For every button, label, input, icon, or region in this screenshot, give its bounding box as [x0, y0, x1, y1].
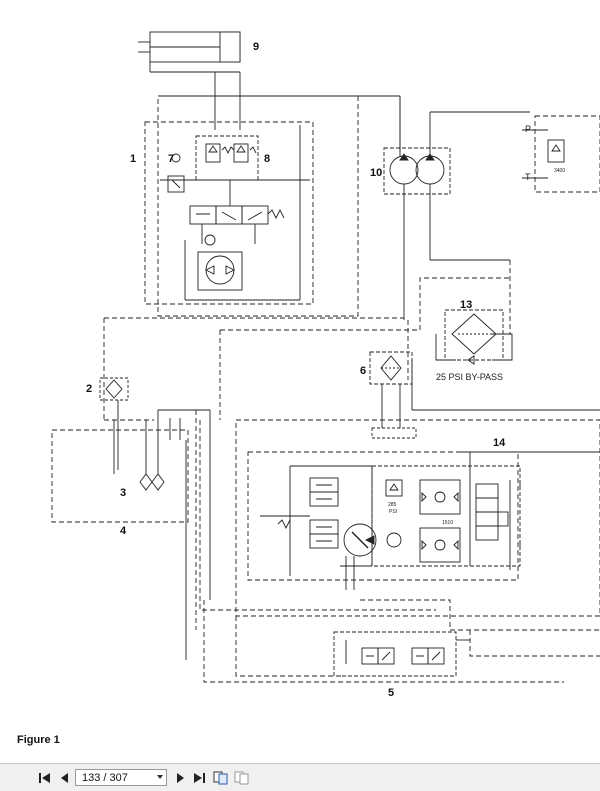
next-page-icon[interactable]	[172, 770, 188, 786]
filter-13	[435, 260, 513, 365]
pump-10	[383, 96, 530, 320]
component-label-10: 10	[370, 167, 382, 179]
pressure-1510-label: 1510	[442, 520, 453, 526]
page-number-select[interactable]: 133 / 307	[75, 769, 167, 786]
psi-label: PSI	[389, 509, 397, 515]
component-label-6: 6	[360, 365, 366, 377]
component-label-13: 13	[460, 299, 472, 311]
component-label-9: 9	[253, 41, 259, 53]
last-page-icon[interactable]	[191, 770, 207, 786]
pressure-3400-label: 3400	[554, 168, 565, 174]
tank-4	[51, 429, 189, 523]
component-label-2: 2	[86, 383, 92, 395]
component-label-3: 3	[120, 487, 126, 499]
component-label-7: 7	[168, 153, 174, 165]
prev-page-icon[interactable]	[57, 770, 73, 786]
single-page-view-icon[interactable]	[213, 770, 229, 786]
cylinder-9	[138, 31, 241, 130]
page-indicator: 133 / 307	[82, 771, 128, 784]
component-label-14: 14	[493, 437, 506, 449]
hydraulic-schematic: 9 1 7 8 10 13 6 2 14 3 4 5 25 PSI BY-PAS…	[51, 31, 600, 699]
first-page-icon[interactable]	[37, 770, 53, 786]
module-1-boundary	[144, 121, 314, 305]
valve-block-14	[235, 419, 600, 617]
bypass-annotation: 25 PSI BY-PASS	[436, 372, 503, 382]
port-t-label: T	[525, 172, 531, 182]
component-label-1: 1	[130, 153, 136, 165]
component-label-4: 4	[120, 525, 127, 537]
component-label-5: 5	[388, 687, 394, 699]
chevron-down-icon	[157, 775, 163, 779]
pressure-285-label: 285	[388, 502, 397, 508]
document-page: 9 1 7 8 10 13 6 2 14 3 4 5 25 PSI BY-PAS…	[17, 31, 600, 746]
filter-2	[99, 377, 129, 401]
continuous-view-icon[interactable]	[234, 770, 250, 786]
figure-caption: Figure 1	[17, 734, 60, 746]
filter-3	[139, 473, 165, 491]
pdf-viewer-toolbar: 133 / 307	[0, 763, 600, 791]
solenoid-block-5	[333, 631, 470, 677]
component-label-8: 8	[264, 153, 270, 165]
port-p-label: P	[525, 124, 531, 134]
